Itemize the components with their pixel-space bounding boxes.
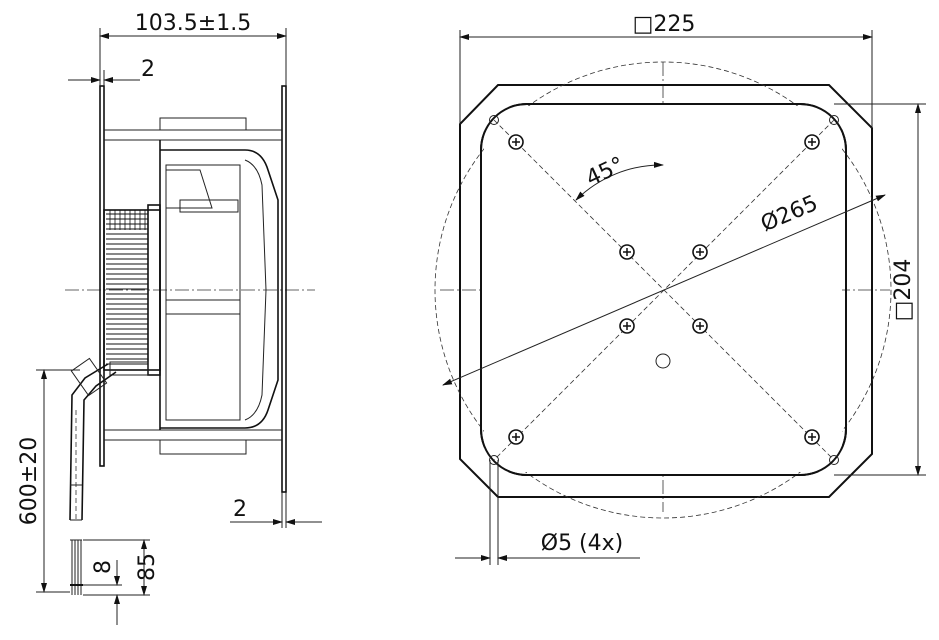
mounting-square-dimension: □204 (891, 259, 916, 322)
depth-dimension: 103.5±1.5 (135, 11, 251, 36)
cable-length-dimension: 600±20 (17, 437, 42, 525)
strip-long-dimension: 85 (135, 553, 160, 581)
side-view: 103.5±1.5 2 2 600±20 8 85 (17, 11, 322, 625)
bolt-circle (434, 61, 892, 519)
cable (69, 357, 117, 595)
outer-square-dimension: □225 (633, 12, 696, 37)
front-view: 45° Ø265 □225 □204 Ø5 (4x) (434, 12, 926, 565)
motor-fins (103, 204, 161, 376)
rear-flange (281, 85, 287, 493)
hole-diameter-dimension: Ø5 (4x) (541, 531, 624, 556)
front-flange-dimension: 2 (141, 57, 155, 82)
strip-short-dimension: 8 (91, 560, 116, 574)
rear-flange-dimension: 2 (233, 497, 247, 522)
impeller-housing (160, 149, 279, 429)
